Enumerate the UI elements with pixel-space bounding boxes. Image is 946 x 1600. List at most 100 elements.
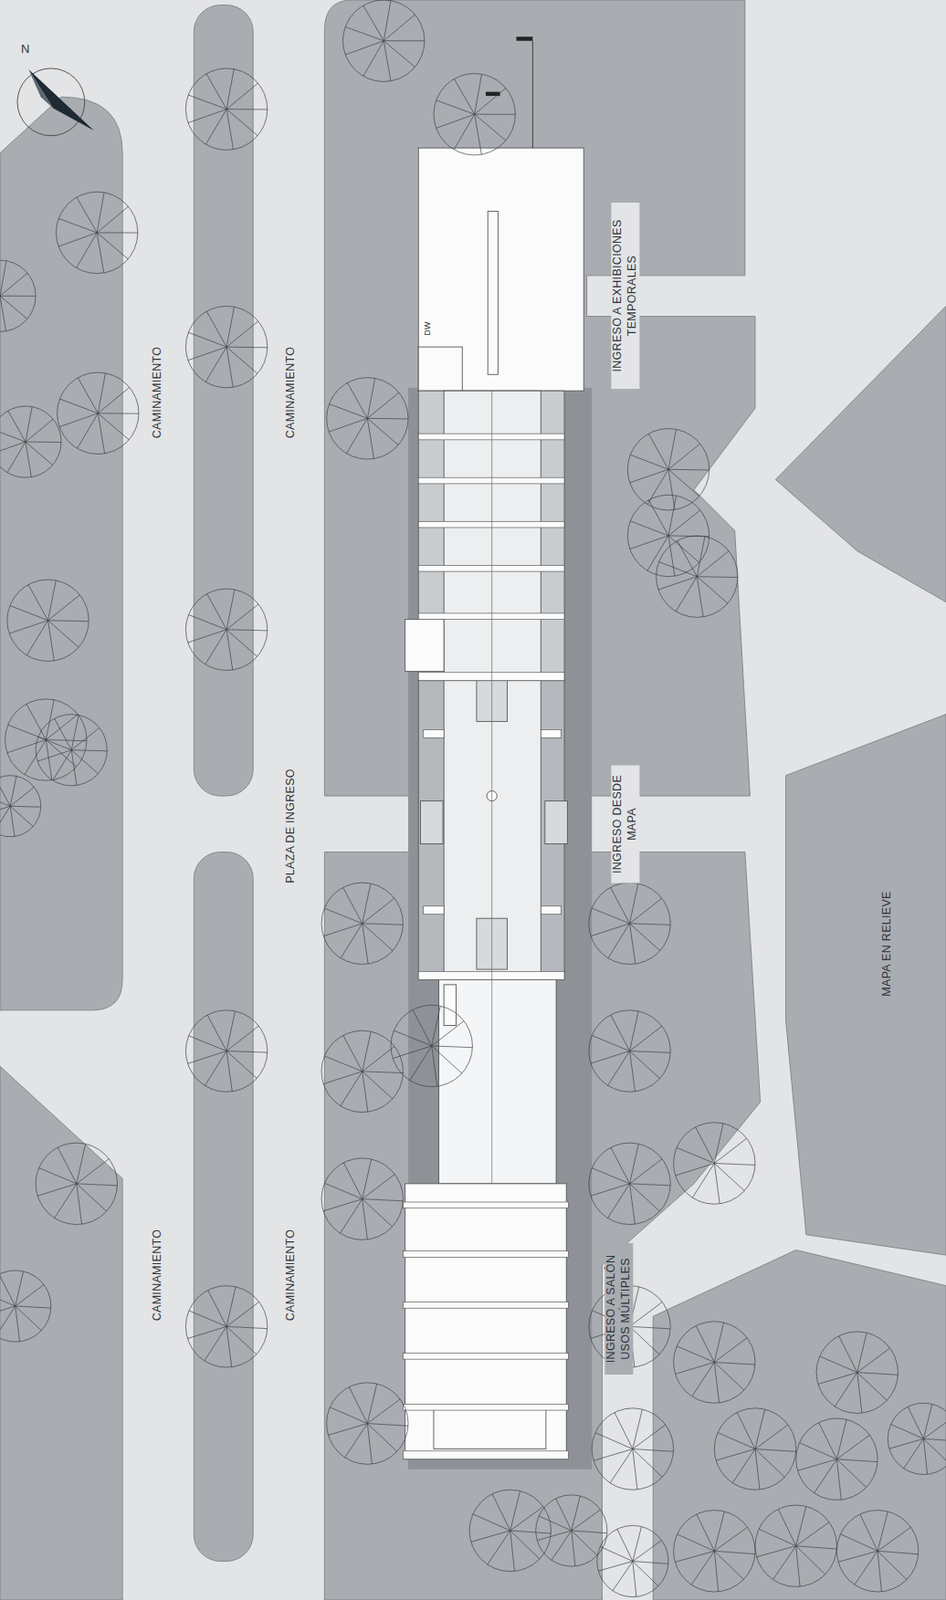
tree-branch [188,94,227,110]
tree-branch [923,1418,946,1440]
tree-branch [0,261,7,296]
plan-label: INGRESO A EXHIBICIONES TEMPORALES [610,202,640,389]
tree-branch [329,404,368,420]
tree-branch [57,1147,77,1185]
tree-branch [696,577,704,618]
tree-branch [714,1164,756,1167]
tree-branch [71,750,77,787]
tree-branch [877,1551,882,1593]
tree-symbol [7,579,89,662]
tree-branch [362,924,393,952]
tree-branch [226,1051,257,1080]
tree-symbol [0,260,36,332]
tree-branch [367,1424,372,1465]
tree-branch [696,551,729,578]
plan-label: PLAZA DE INGRESO [283,767,299,886]
tree-branch [97,413,105,454]
tree-branch [188,614,227,630]
tree-branch [608,1051,631,1087]
tree-branch [889,1439,925,1450]
tree-branch [668,429,677,470]
tree-branch [857,1348,891,1374]
tree-symbol [390,1005,473,1087]
tree-symbol [591,1408,673,1491]
tree-branch [595,1433,633,1451]
tree-branch [367,418,374,459]
tree-branch [25,407,32,442]
tree-branch [756,1546,797,1558]
tree-branch [551,1531,572,1561]
tree-branch [593,1450,633,1462]
tree-branch [668,510,701,537]
tree-branch [383,41,391,82]
tree-branch [668,495,677,537]
tree-branch [323,924,362,937]
tree-branch [226,1326,257,1355]
tree-symbol [836,1511,918,1593]
tree-branch [590,1051,631,1065]
tree-branch [630,1051,636,1093]
tree-branch [0,1274,16,1307]
tree-branch [510,1531,516,1572]
tree-branch [226,1302,260,1327]
tree-branch [226,630,233,671]
tree-branch [345,1424,368,1459]
tree-branch [76,232,97,269]
tree-branch [590,924,630,937]
tree-branch [610,1015,631,1052]
tree-branch [327,1424,368,1437]
tree-symbol [35,1143,117,1225]
tree-symbol [5,699,87,781]
tree-branch [715,1450,756,1462]
tree-symbol [673,1123,756,1205]
tree-branch [590,1184,631,1197]
tree-branch [362,1199,404,1202]
tree-branch [367,1424,397,1453]
tree-branch [362,1046,395,1072]
tree-branch [362,883,371,925]
tree-symbol [0,406,62,478]
tree-branch [367,418,399,445]
tree-symbol [816,1332,898,1414]
tree-branch [556,1499,572,1532]
tree-symbol [588,882,671,965]
tree-branch [323,1072,363,1085]
tree-branch [877,1527,911,1552]
tree-symbol [0,776,42,838]
tree-branch [9,620,48,634]
tree-branch [59,413,98,428]
tree-symbol [185,1010,267,1093]
tree-branch [796,1546,826,1576]
tree-branch [630,898,663,925]
tree-branch [0,429,26,442]
tree-branch [77,413,99,450]
tree-branch [877,1551,907,1580]
tree-branch [345,26,384,41]
tree-branch [367,418,409,421]
tree-branch [431,1046,438,1087]
tree-branch [226,69,234,110]
tree-branch [538,1516,572,1532]
tree-symbol [185,1286,267,1368]
tree-branch [0,1306,16,1337]
tree-branch [571,1531,598,1556]
tree-branch [76,197,97,233]
tree-branch [0,806,11,833]
tree-branch [612,1562,633,1592]
tree-branch [7,740,46,754]
tree-branch [630,1051,661,1080]
tree-branch [796,1546,800,1588]
tree-branch [630,1303,663,1328]
tree-branch [891,1425,925,1441]
tree-branch [877,1551,919,1556]
tree-branch [695,1127,715,1165]
tree-branch [696,536,705,578]
tree-branch [0,295,36,297]
tree-branch [630,1159,663,1185]
tree-symbol [673,1511,756,1593]
tree-symbol [536,1495,608,1567]
tree-branch [431,1021,464,1047]
tree-branch [591,908,630,925]
tree-branch [474,88,506,116]
tree-branch [409,1046,432,1082]
